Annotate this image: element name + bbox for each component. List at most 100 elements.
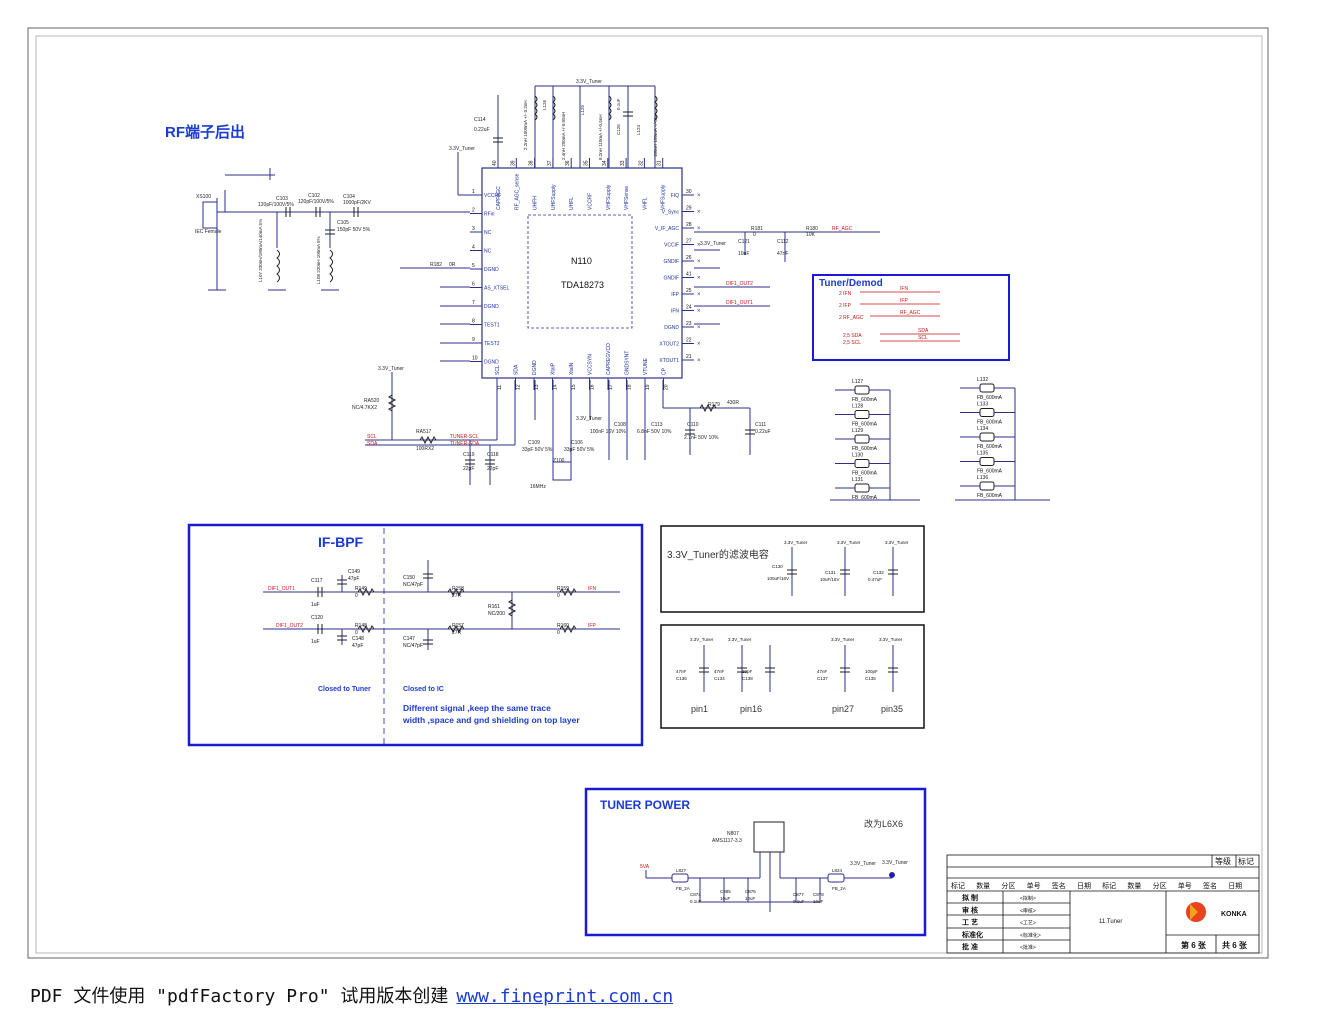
tb-sheet-name: 11.Tuner bbox=[1099, 919, 1122, 925]
c119-ref: C119 bbox=[463, 452, 475, 458]
title-block-header-cell: 签名 bbox=[1052, 881, 1066, 890]
supply-ra520: 3.3V_Tuner bbox=[378, 366, 404, 372]
ferrite-body bbox=[854, 385, 870, 395]
c119-val: 22pF bbox=[463, 466, 474, 472]
pin-top-number: 38 bbox=[529, 160, 535, 166]
r180-val: 10K bbox=[806, 232, 816, 238]
pin-right-mark: × bbox=[697, 358, 701, 364]
schematic-sheet: RF端子后出 XS100 IEC Female C103 120pF/100V/… bbox=[27, 27, 1269, 959]
pin-left-number: 7 bbox=[472, 300, 475, 306]
filter-cap-supply: 3.3V_Tuner bbox=[885, 540, 909, 545]
ferrite-value: FB_600mA bbox=[852, 422, 878, 428]
ferrite-value: FB_600mA bbox=[852, 446, 878, 452]
pin-left-number: 1 bbox=[472, 189, 475, 195]
tb-page: 第 6 张 bbox=[1181, 940, 1207, 950]
pin-bottom-name: VCCSYN bbox=[588, 354, 594, 375]
pin-bottom-number: 19 bbox=[645, 384, 651, 390]
connector-xs100 bbox=[202, 201, 218, 229]
footer-link[interactable]: www.fineprint.com.cn bbox=[456, 986, 674, 1007]
pin-left-name: DGND bbox=[484, 360, 499, 366]
r180-ref: R180 bbox=[806, 226, 818, 232]
pin-right-number: 23 bbox=[686, 321, 692, 327]
pin-right-name: IFP bbox=[671, 292, 679, 298]
ferrite-value: FB_600mA bbox=[977, 493, 1003, 499]
pin-top-number: 34 bbox=[602, 160, 608, 166]
connector-desc: IEC Female bbox=[195, 229, 222, 235]
input-l108: L108 220nH 100mA 5% bbox=[316, 236, 321, 284]
ic-name: N110 bbox=[571, 256, 592, 266]
ferrite-ref: L129 bbox=[852, 428, 863, 434]
top-c114-val: 0.22uF bbox=[474, 127, 490, 133]
tb-mark: 标记 bbox=[1238, 856, 1254, 866]
bottom-components-shapes bbox=[387, 394, 755, 465]
title-block-role: 批 准 bbox=[962, 942, 978, 951]
ferrite-value: FB_600mA bbox=[852, 495, 878, 501]
pin-bottom-number: 16 bbox=[590, 384, 596, 390]
regulator-body bbox=[753, 821, 785, 853]
filter-cap-supply: 3.3V_Tuner bbox=[784, 540, 808, 545]
ifbpf-ref: C150 bbox=[403, 575, 415, 581]
decap-supply: 3.3V_Tuner bbox=[879, 637, 903, 642]
net-dif-out1: DIF1_OUT1 bbox=[726, 300, 753, 306]
ifbpf-out2: IFP bbox=[588, 623, 596, 629]
power-val: 10uF bbox=[745, 896, 756, 901]
ifbpf-ref: C117 bbox=[311, 578, 323, 584]
pin-top-name: VHFSense bbox=[624, 186, 630, 210]
top-l126: 2.2nH 1000mA +/- 0.2nH bbox=[523, 100, 528, 150]
decap-pin-label: pin1 bbox=[691, 704, 708, 714]
net-tuner-sda: TUNER-SDA bbox=[450, 441, 480, 447]
ferrite-value: FB_600mA bbox=[977, 444, 1003, 450]
connector-ref: XS100 bbox=[196, 194, 211, 200]
pin-bottom-number: 14 bbox=[553, 384, 559, 390]
ferrite-body bbox=[854, 459, 870, 468]
input-c105-ref: C105 bbox=[337, 220, 349, 226]
title-block-sig: <拟制> bbox=[1020, 895, 1036, 902]
power-supply-out: 3.3V_Tuner bbox=[850, 861, 876, 867]
tb-total: 共 6 张 bbox=[1222, 940, 1248, 950]
ifbpf-box bbox=[187, 523, 644, 747]
pin-left-name: RFin bbox=[484, 212, 495, 218]
ifbpf-title: IF-BPF bbox=[318, 534, 364, 550]
pin-right-name: DGND bbox=[664, 325, 679, 331]
inner-frame bbox=[35, 35, 1263, 954]
ferrite-body bbox=[979, 383, 995, 393]
pin-right-mark: × bbox=[697, 259, 701, 265]
pin-top-name: UHFL bbox=[569, 197, 575, 210]
ifbpf-ref: R159 bbox=[557, 586, 569, 592]
pin-left-number: 10 bbox=[472, 356, 478, 362]
pin-right-mark: × bbox=[697, 325, 701, 331]
decap-ref: C136 bbox=[676, 676, 687, 681]
pin-left-name: DGND bbox=[484, 304, 499, 310]
ferrite-ref: L132 bbox=[977, 377, 988, 383]
pin-right-name: IFN bbox=[671, 309, 679, 315]
power-val: 0.1uF bbox=[690, 899, 702, 904]
demod-box bbox=[812, 274, 1010, 361]
title-block-role: 审 核 bbox=[962, 905, 978, 914]
pin-bottom-name: GNDSYNT bbox=[625, 351, 631, 375]
pin-top-number: 32 bbox=[638, 160, 644, 166]
c113-val: 6.8nF 50V 10% bbox=[637, 429, 672, 435]
pin-top-number: 31 bbox=[657, 160, 663, 166]
ifbpf-val: NC/47pF bbox=[403, 582, 423, 588]
power-box bbox=[584, 787, 927, 937]
pin-left-name: TEST2 bbox=[484, 341, 500, 347]
decap-supply: 3.3V_Tuner bbox=[728, 637, 752, 642]
demod-row-0: 2 IFN bbox=[839, 291, 852, 297]
decap-val: 47nF bbox=[817, 669, 828, 674]
top-c114-ref: C114 bbox=[474, 117, 486, 123]
top-l123: 8.2nH 110mA +/-0.5nH bbox=[598, 114, 603, 160]
pin-bottom-number: 17 bbox=[608, 384, 614, 390]
title-block-header-cell: 单号 bbox=[1178, 881, 1192, 890]
pin-top-name: VHFL bbox=[642, 197, 648, 210]
bottom-wires bbox=[365, 372, 751, 485]
konka-logo-mark bbox=[1190, 904, 1198, 920]
ic-pins-bottom: 11SCL12SDA13DGND14XtalP15XtalN16VCCSYN17… bbox=[495, 343, 670, 390]
power-val: 10uF bbox=[813, 899, 824, 904]
pin-right-mark: × bbox=[697, 309, 701, 315]
ifbpf-ref: R149 bbox=[355, 586, 367, 592]
title-block-header-cell: 分区 bbox=[1153, 881, 1167, 890]
pin-right-number: 24 bbox=[686, 305, 692, 311]
power-component-labels: L827FB_2AC8740.1uFC88510uFC87610uFC8770.… bbox=[676, 868, 846, 904]
vccif-supply: 3.3V_Tuner bbox=[700, 241, 726, 247]
ifbpf-parts bbox=[317, 573, 577, 645]
